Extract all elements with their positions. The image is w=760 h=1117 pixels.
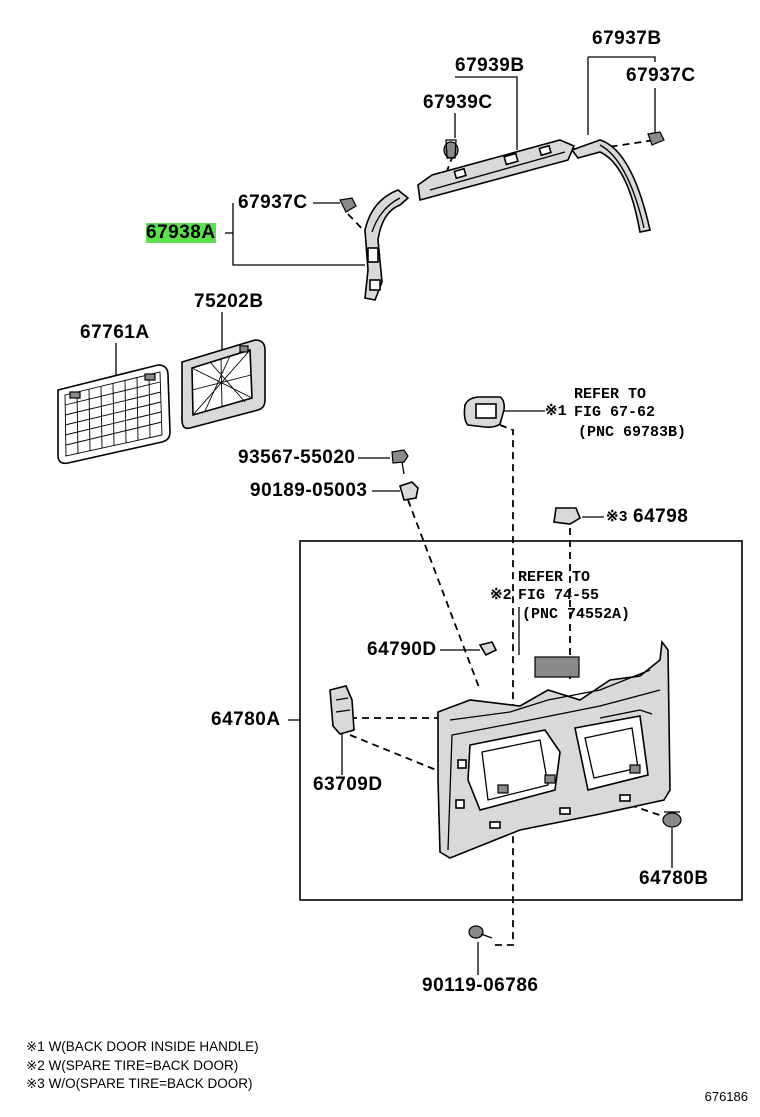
part-75202B-drawing xyxy=(181,339,266,430)
part-67937B-drawing xyxy=(570,139,651,233)
part-67939B-drawing xyxy=(417,139,576,202)
clip-64780B-drawing xyxy=(662,811,682,828)
ref2-line3: (PNC 74552A) xyxy=(522,606,631,623)
ref2-line2[interactable]: FIG 74-55 xyxy=(518,587,600,604)
label-75202B[interactable]: 75202B xyxy=(194,291,264,312)
label-64780A[interactable]: 64780A xyxy=(211,709,281,730)
label-67937C-left[interactable]: 67937C xyxy=(238,192,308,213)
ref2-line1: REFER TO xyxy=(518,569,591,586)
part-64780A-drawing xyxy=(437,639,671,859)
label-64798[interactable]: 64798 xyxy=(633,506,689,527)
label-64780B[interactable]: 64780B xyxy=(639,868,709,889)
bolt-93567-drawing xyxy=(391,449,409,475)
part-67938A-drawing xyxy=(364,189,410,301)
clip-67937C-top xyxy=(647,131,665,146)
label-67939C[interactable]: 67939C xyxy=(423,92,493,113)
assembly-lines xyxy=(347,139,669,946)
label-67937C-top[interactable]: 67937C xyxy=(626,65,696,86)
part-67761A-drawing xyxy=(57,364,171,465)
marker-3: ※3 xyxy=(606,509,628,526)
ref1-line2[interactable]: FIG 67-62 xyxy=(574,404,656,421)
clip-64798-drawing xyxy=(553,507,581,525)
label-67938A[interactable]: 67938A xyxy=(146,222,216,243)
plate-ref2-drawing xyxy=(534,656,580,678)
bracket-64790D-drawing xyxy=(478,641,498,657)
label-90189-05003[interactable]: 90189-05003 xyxy=(250,480,368,501)
footnote-2: ※2 W(SPARE TIRE=BACK DOOR) xyxy=(26,1058,239,1073)
clip-67939C-drawing xyxy=(443,139,459,159)
marker-2: ※2 xyxy=(490,587,512,604)
part-63709D-drawing xyxy=(329,685,355,735)
label-67937B[interactable]: 67937B xyxy=(592,28,662,49)
figure-code: 676186 xyxy=(704,1089,748,1104)
ref1-line1: REFER TO xyxy=(574,386,647,403)
label-67939B[interactable]: 67939B xyxy=(455,55,525,76)
leader-lines xyxy=(115,56,673,975)
handle-bezel-drawing xyxy=(463,396,505,428)
footnote-1: ※1 W(BACK DOOR INSIDE HANDLE) xyxy=(26,1039,259,1054)
assembly-box xyxy=(299,540,743,901)
clip-90189-drawing xyxy=(399,481,419,501)
clip-67937C-left xyxy=(339,197,357,213)
marker-1: ※1 xyxy=(545,403,567,420)
ref1-line3: (PNC 69783B) xyxy=(578,424,687,441)
label-64790D[interactable]: 64790D xyxy=(367,639,437,660)
label-67761A[interactable]: 67761A xyxy=(80,322,150,343)
footnote-3: ※3 W/O(SPARE TIRE=BACK DOOR) xyxy=(26,1076,253,1091)
label-63709D[interactable]: 63709D xyxy=(313,774,383,795)
label-90119-06786[interactable]: 90119-06786 xyxy=(422,975,539,996)
bolt-90119-drawing xyxy=(468,925,493,939)
label-93567-55020[interactable]: 93567-55020 xyxy=(238,447,356,468)
